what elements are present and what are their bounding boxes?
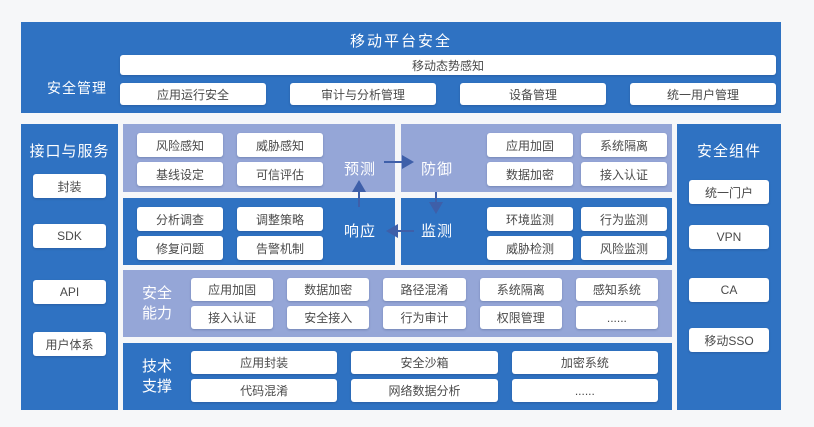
diagram-title: 移动平台安全 [349, 33, 452, 50]
security-components-panel: 安全组件 统一门户 VPN CA 移动SSO [677, 124, 781, 410]
node-tech-app-packaging: 应用封装 [191, 351, 338, 374]
node-cap-path-obfuscation: 路径混淆 [383, 278, 466, 301]
node-tech-security-sandbox: 安全沙箱 [351, 351, 498, 374]
security-capability-band: 安全 能力 应用加固 数据加密 路径混淆 系统隔离 感知系统 接入认证 安全接入… [123, 270, 672, 337]
node-risk-monitoring: 风险监测 [581, 236, 667, 260]
node-app-hardening: 应用加固 [487, 133, 573, 157]
defense-label: 防御 [421, 161, 454, 178]
response-label: 响应 [344, 223, 377, 240]
situational-awareness-bar: 移动态势感知 [120, 55, 776, 75]
node-threat-awareness: 威胁感知 [237, 133, 323, 157]
security-capability-label-line2: 能力 [141, 305, 172, 322]
node-cap-permission-mgmt: 权限管理 [479, 306, 562, 329]
node-user-system: 用户体系 [33, 332, 106, 356]
node-tech-code-obfuscation: 代码混淆 [191, 379, 338, 402]
node-unified-portal: 统一门户 [689, 180, 769, 204]
technical-support-band: 技术 支撑 应用封装 安全沙箱 加密系统 代码混淆 网络数据分析 ...... [123, 343, 672, 410]
tech-grid: 应用封装 安全沙箱 加密系统 代码混淆 网络数据分析 ...... [191, 351, 658, 402]
security-capability-label-line1: 安全 [141, 285, 172, 302]
node-threat-detection: 威胁检测 [487, 236, 573, 260]
node-data-encryption: 数据加密 [487, 162, 573, 186]
node-audit-analysis-mgmt: 审计与分析管理 [290, 83, 436, 105]
node-system-isolation: 系统隔离 [581, 133, 667, 157]
node-access-authentication: 接入认证 [581, 162, 667, 186]
node-unified-user-mgmt: 统一用户管理 [630, 83, 776, 105]
node-cap-awareness-system: 感知系统 [575, 278, 658, 301]
node-tech-network-data-analysis: 网络数据分析 [351, 379, 498, 402]
node-tech-encryption-system: 加密系统 [511, 351, 658, 374]
interfaces-services-panel: 接口与服务 封装 SDK API 用户体系 [21, 124, 118, 410]
node-environment-monitoring: 环境监测 [487, 207, 573, 231]
node-cap-behavior-audit: 行为审计 [383, 306, 466, 329]
security-components-title: 安全组件 [696, 143, 761, 160]
node-api: API [33, 280, 106, 304]
node-cap-data-encryption: 数据加密 [287, 278, 370, 301]
quadrant-defense: 防御 应用加固 系统隔离 数据加密 接入认证 [401, 124, 672, 192]
node-cap-system-isolation: 系统隔离 [479, 278, 562, 301]
node-analysis-investigation: 分析调查 [137, 207, 223, 231]
technical-support-label-line2: 支撑 [141, 378, 172, 395]
node-mobile-sso: 移动SSO [689, 328, 769, 352]
technical-support-label-line1: 技术 [141, 358, 172, 375]
node-sdk: SDK [33, 224, 106, 248]
node-alert-mechanism: 告警机制 [237, 236, 323, 260]
node-app-runtime-security: 应用运行安全 [120, 83, 266, 105]
monitor-label: 监测 [421, 223, 454, 240]
security-capability-label: 安全 能力 [140, 284, 174, 324]
quadrant-monitor: 监测 环境监测 行为监测 威胁检测 风险监测 [401, 198, 672, 265]
security-management-band: 移动平台安全 安全管理 移动态势感知 应用运行安全 审计与分析管理 设备管理 统… [21, 22, 781, 113]
node-behavior-monitoring: 行为监测 [581, 207, 667, 231]
node-ca: CA [689, 278, 769, 302]
node-fix-issues: 修复问题 [137, 236, 223, 260]
interfaces-services-title: 接口与服务 [29, 143, 110, 160]
node-tech-ellipsis: ...... [511, 379, 658, 402]
node-cap-secure-access: 安全接入 [287, 306, 370, 329]
node-vpn: VPN [689, 225, 769, 249]
quadrant-predict: 风险感知 威胁感知 基线设定 可信评估 预测 [123, 124, 395, 192]
management-buttons-row: 应用运行安全 审计与分析管理 设备管理 统一用户管理 [120, 83, 776, 105]
node-cap-access-authentication: 接入认证 [191, 306, 274, 329]
technical-support-label: 技术 支撑 [140, 357, 174, 397]
node-risk-awareness: 风险感知 [137, 133, 223, 157]
security-management-label: 安全管理 [47, 80, 107, 96]
quadrant-response: 分析调查 调整策略 修复问题 告警机制 响应 [123, 198, 395, 265]
node-cap-ellipsis: ...... [575, 306, 658, 329]
predict-label: 预测 [344, 161, 377, 178]
node-adjust-policy: 调整策略 [237, 207, 323, 231]
node-device-mgmt: 设备管理 [460, 83, 606, 105]
capability-grid: 应用加固 数据加密 路径混淆 系统隔离 感知系统 接入认证 安全接入 行为审计 … [191, 278, 658, 329]
node-trust-evaluation: 可信评估 [237, 162, 323, 186]
node-baseline-setting: 基线设定 [137, 162, 223, 186]
node-cap-app-hardening: 应用加固 [191, 278, 274, 301]
node-encapsulation: 封装 [33, 174, 106, 198]
